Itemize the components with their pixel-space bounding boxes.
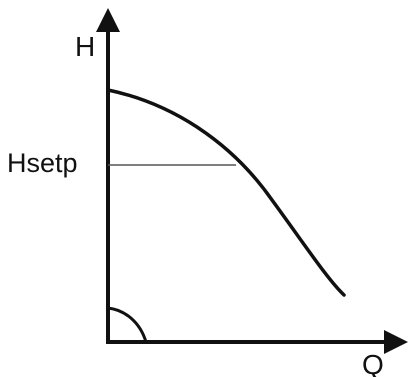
- x-axis-label: Q: [362, 349, 384, 377]
- x-axis-arrow: [384, 330, 408, 354]
- origin-arc: [107, 306, 148, 343]
- setpoint-label: Hsetp: [7, 148, 78, 178]
- pump-curve: [106, 88, 346, 297]
- y-axis-label: H: [75, 31, 95, 62]
- y-axis-arrow: [96, 8, 120, 32]
